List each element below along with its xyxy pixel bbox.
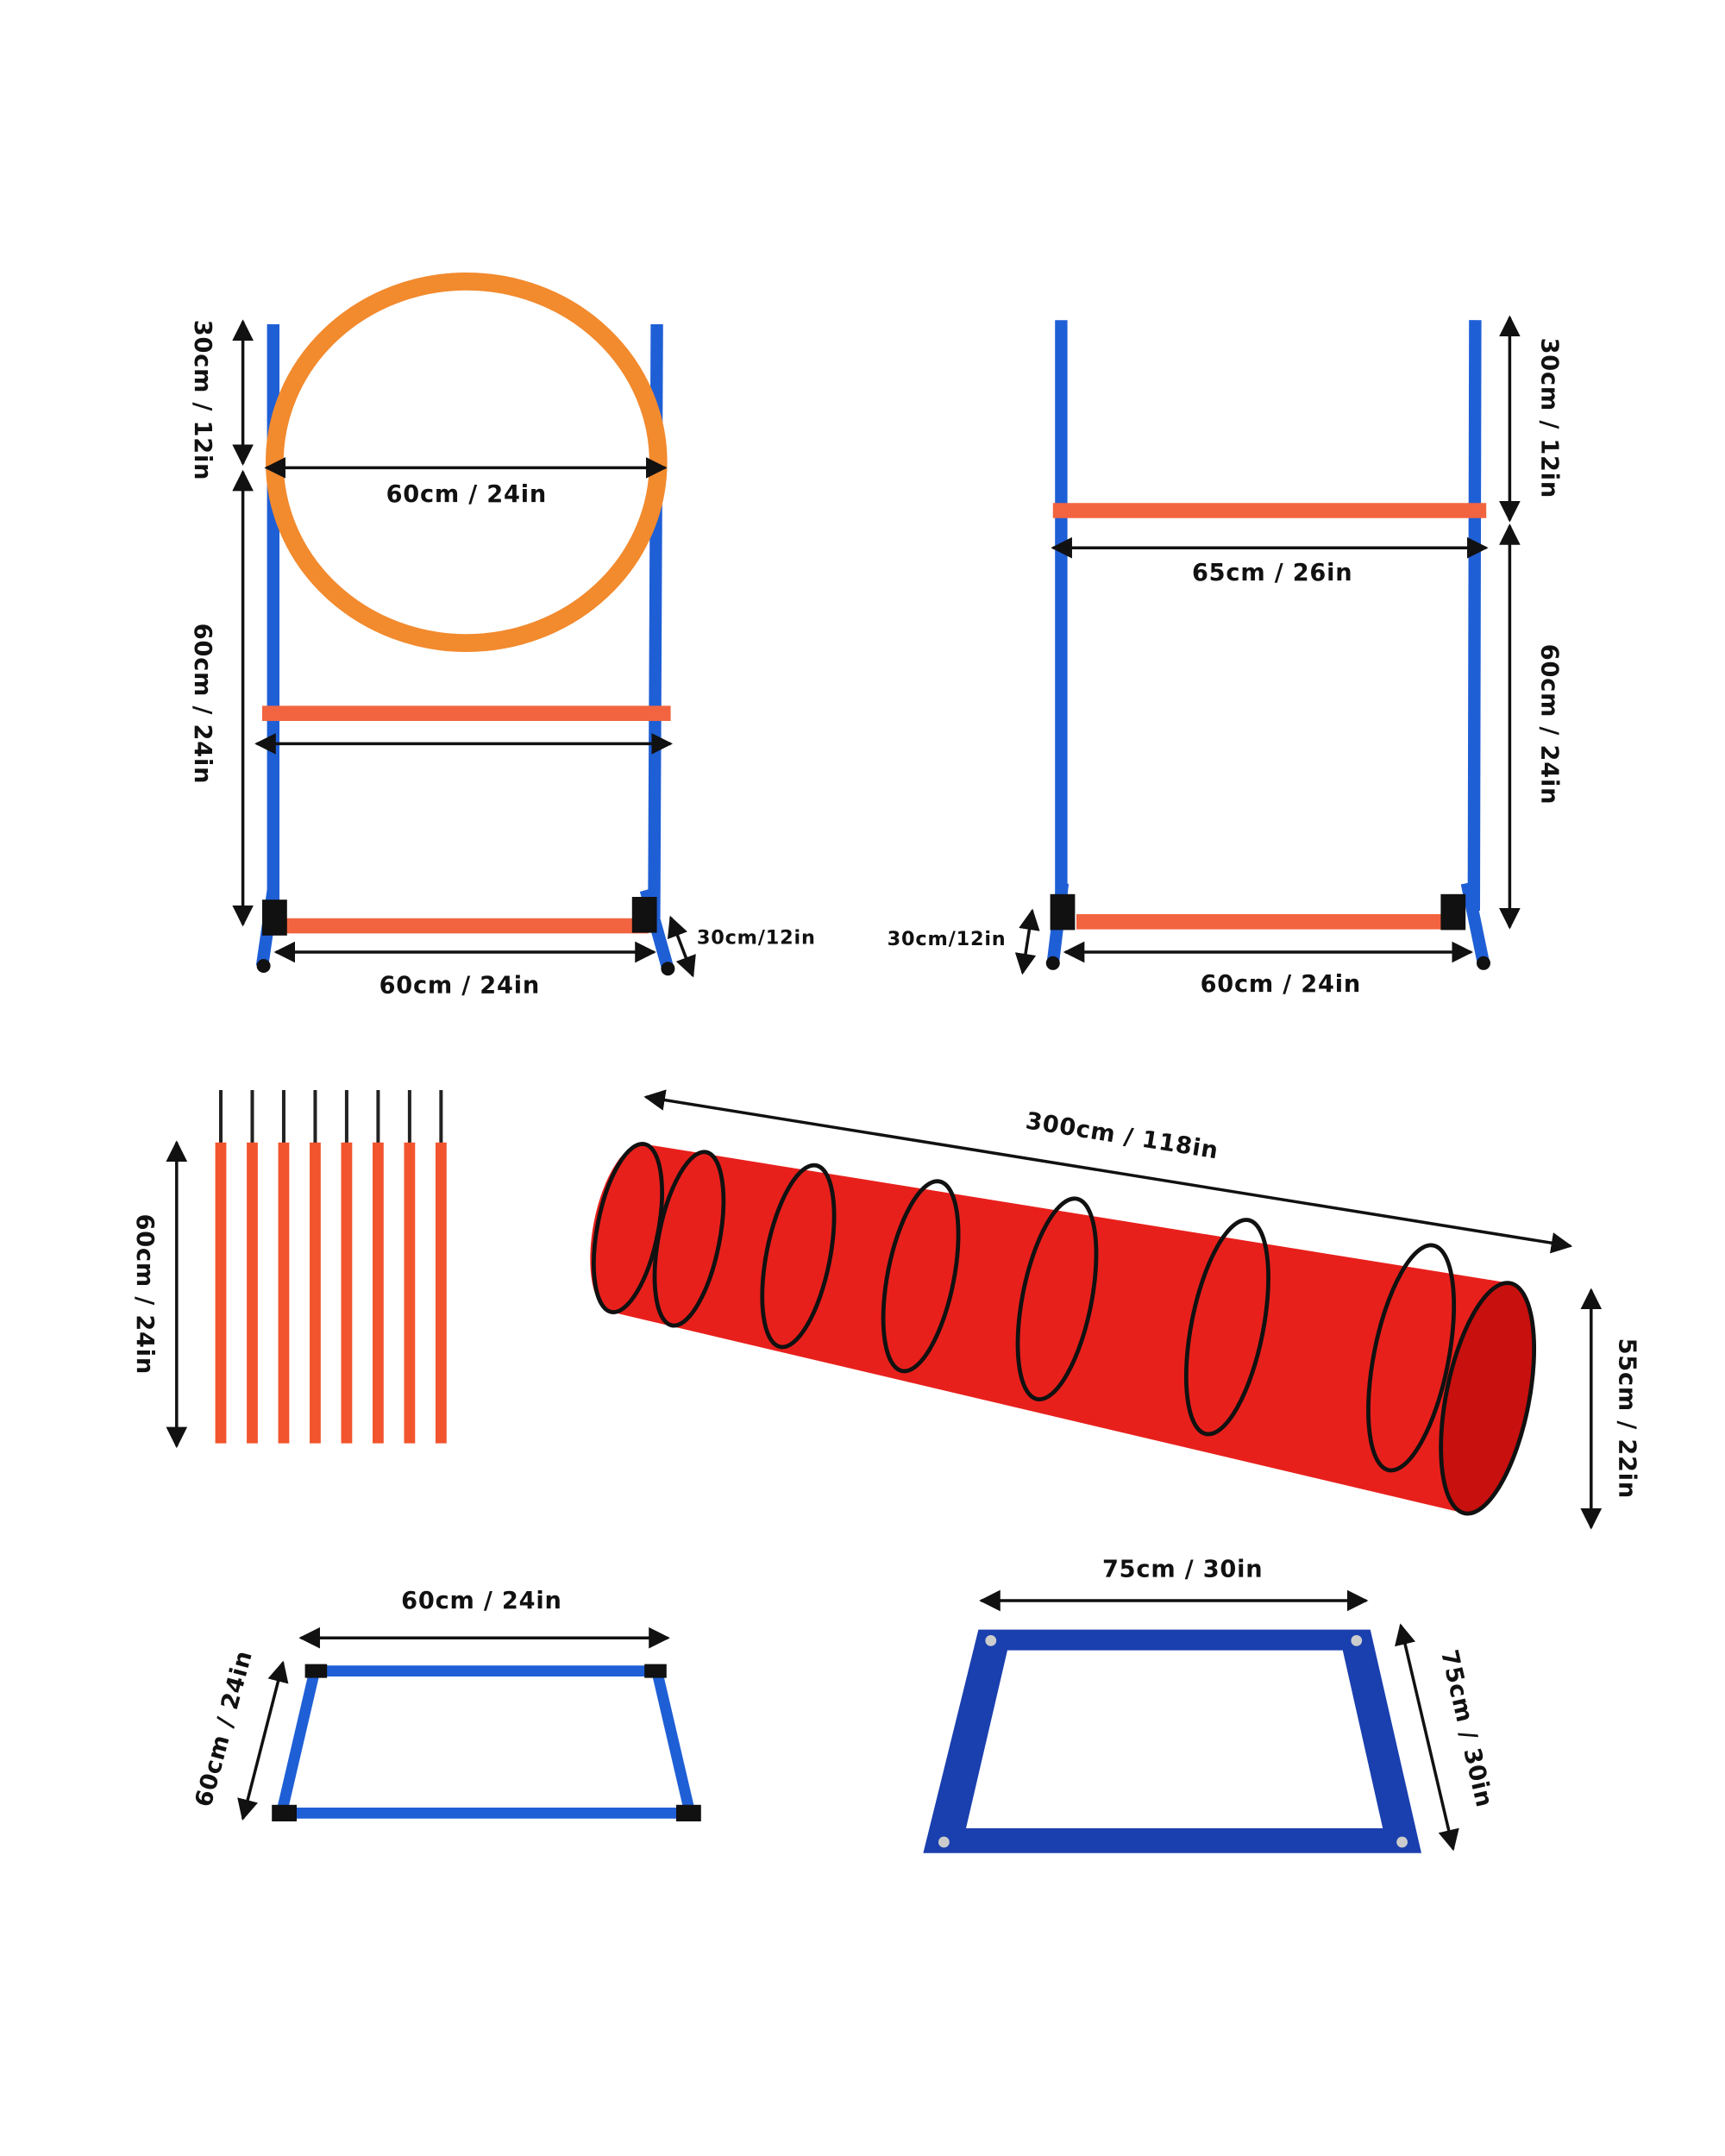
- hurdle-foot-depth-label: 30cm/12in: [888, 928, 1007, 950]
- tunnel-diameter-label: 55cm / 22in: [1613, 1338, 1640, 1499]
- hoop-jump: 30cm / 12in 60cm / 24in 60cm / 24in 60cm…: [189, 273, 816, 1000]
- hoop: [266, 273, 668, 652]
- tunnel-length-label: 300cm / 118in: [1024, 1107, 1220, 1164]
- hoop-foot-depth-label: 30cm/12in: [697, 927, 816, 950]
- frame-depth-label: 60cm / 24in: [191, 1647, 258, 1809]
- weave-pole: [404, 1142, 416, 1444]
- mat-depth-label: 75cm / 30in: [1435, 1647, 1497, 1810]
- hurdle-bar-width-label: 65cm / 26in: [1192, 560, 1352, 586]
- hurdle-upper-height-label: 30cm / 12in: [1536, 338, 1563, 498]
- hurdle-lower-height-label: 60cm / 24in: [1536, 644, 1563, 805]
- weave-poles: 60cm / 24in: [131, 1090, 447, 1449]
- hoop-width-label: 60cm / 24in: [386, 481, 547, 508]
- hurdle-base-width-label: 60cm / 24in: [1201, 971, 1361, 998]
- mat-center: [966, 1650, 1383, 1828]
- frame-outline: [274, 1665, 698, 1819]
- right-pole: [1467, 320, 1482, 912]
- hoop-base-width-label: 60cm / 24in: [380, 973, 540, 1000]
- pause-mat: 75cm / 30in 75cm / 30in: [923, 1556, 1497, 1853]
- weave-pole: [278, 1142, 290, 1444]
- frame-width-label: 60cm / 24in: [401, 1588, 561, 1614]
- square-frame: 60cm / 24in 60cm / 24in: [191, 1588, 701, 1821]
- hoop-upper-height-label: 30cm / 12in: [189, 320, 216, 480]
- weave-pole: [373, 1142, 384, 1444]
- weave-pole: [341, 1142, 353, 1444]
- hoop-lower-height-label: 60cm / 24in: [189, 624, 216, 784]
- weave-pole: [247, 1142, 258, 1444]
- weave-pole: [435, 1142, 447, 1444]
- mat-width-label: 75cm / 30in: [1102, 1556, 1263, 1583]
- hurdle: 30cm / 12in 60cm / 24in 65cm / 26in 60cm…: [888, 315, 1563, 998]
- weave-pole: [310, 1142, 321, 1444]
- weave-pole: [215, 1142, 227, 1444]
- tunnel: 300cm / 118in 55cm / 22in: [590, 1089, 1640, 1530]
- weave-pole-height-label: 60cm / 24in: [131, 1214, 158, 1375]
